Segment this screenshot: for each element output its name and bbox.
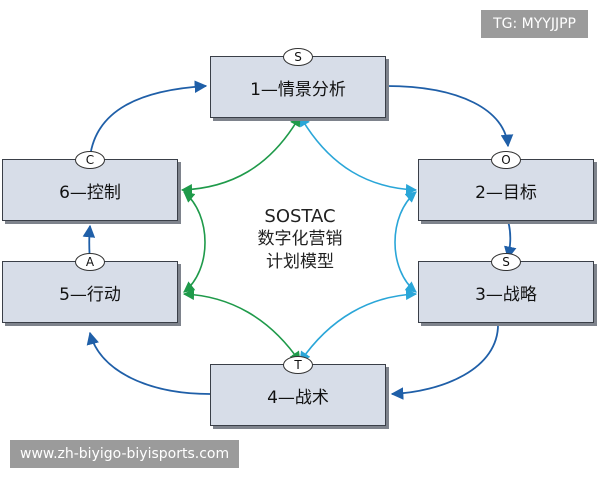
node-label: 6—控制: [59, 182, 121, 203]
arrow-control-action-inner: [183, 191, 206, 293]
watermark-top: TG: MYYJJPP: [481, 10, 588, 38]
arrow-tactics-to-action: [86, 331, 211, 395]
node-label: 1—情景分析: [250, 79, 346, 100]
arrow-situation-to-objectives: [385, 85, 514, 148]
center-title-line2: 数字化营销: [257, 229, 343, 249]
node-situation-analysis: S 1—情景分析: [210, 48, 386, 118]
node-badge: S: [283, 48, 313, 66]
node-badge: C: [75, 151, 105, 169]
node-strategy: S 3—战略: [418, 253, 594, 323]
center-title-line3: 计划模型: [266, 252, 334, 272]
center-title-line1: SOSTAC: [264, 206, 336, 227]
watermark-bottom: www.zh-biyigo-biyisports.com: [10, 440, 240, 468]
center-title: SOSTAC 数字化营销 计划模型: [220, 206, 380, 274]
node-action: A 5—行动: [2, 253, 178, 323]
node-label: 4—战术: [267, 387, 329, 408]
node-control: C 6—控制: [2, 151, 178, 221]
node-badge: T: [283, 356, 313, 374]
arrow-objectives-strategy-inner: [394, 191, 417, 293]
node-label: 5—行动: [59, 284, 121, 305]
arrow-situation-control-inner: [180, 115, 301, 196]
node-objectives: O 2—目标: [418, 151, 594, 221]
arrow-situation-objectives-inner: [299, 115, 418, 196]
node-label: 3—战略: [475, 284, 537, 305]
node-label: 2—目标: [475, 182, 537, 203]
node-badge: O: [491, 151, 521, 169]
node-tactics: T 4—战术: [210, 356, 386, 426]
arrow-strategy-to-tactics: [390, 321, 499, 400]
arrow-strategy-tactics-inner: [299, 288, 418, 363]
node-badge: S: [491, 253, 521, 271]
arrow-action-tactics-inner: [182, 288, 301, 363]
arrow-control-to-situation: [89, 80, 208, 158]
node-badge: A: [75, 253, 105, 271]
